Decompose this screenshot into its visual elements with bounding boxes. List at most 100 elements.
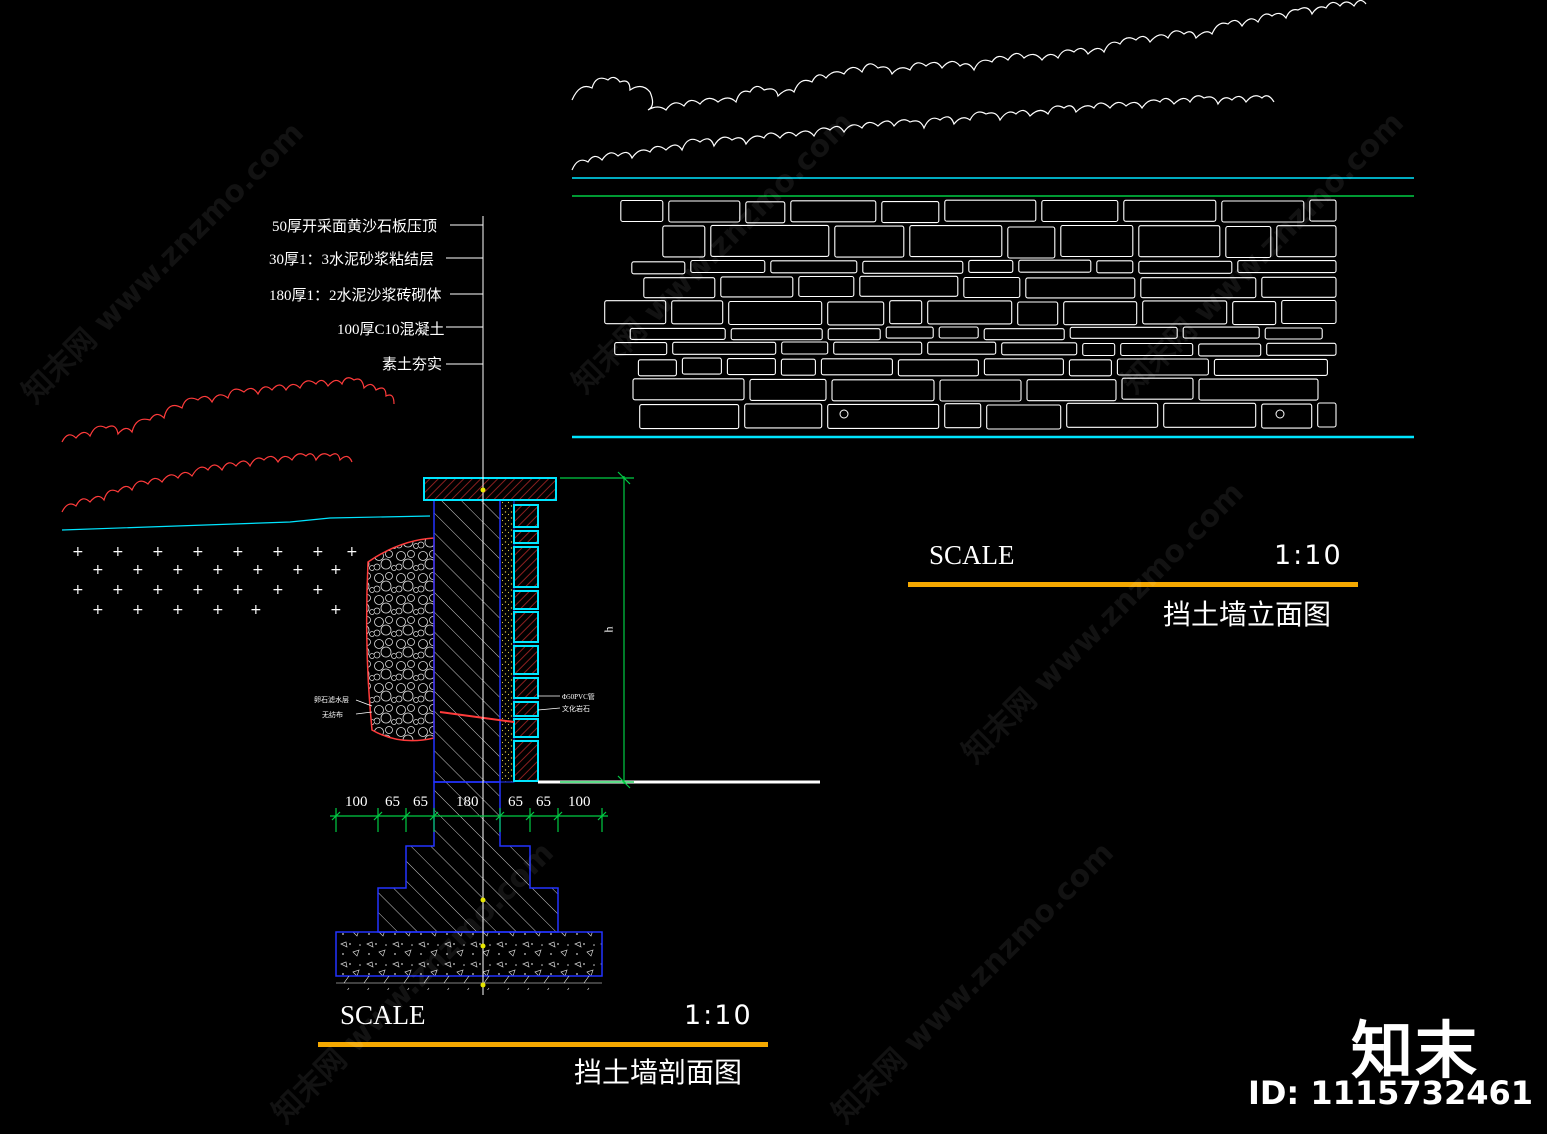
stone-block <box>986 404 1062 430</box>
stone-block <box>720 276 794 298</box>
stone-block <box>745 201 786 224</box>
stone-block <box>1007 226 1056 259</box>
stone-block <box>831 379 935 402</box>
elevation-title: 挡土墙立面图 <box>1163 598 1332 631</box>
stone-block <box>662 225 706 258</box>
stone-block <box>710 224 830 257</box>
svg-text:+: + <box>346 544 358 560</box>
dimension-label: 65 <box>536 794 551 810</box>
layer-label-bonding: 30厚1：3水泥砂浆粘结层 <box>269 252 435 268</box>
stone-block <box>827 328 881 341</box>
stone-block <box>614 342 668 356</box>
stone-block <box>1221 200 1305 223</box>
stone-block <box>1198 378 1319 401</box>
svg-text:+: + <box>252 562 264 578</box>
stone-block <box>632 378 745 401</box>
section-shrub-outline <box>61 377 395 443</box>
stone-block <box>881 201 940 224</box>
stone-block <box>780 358 816 376</box>
stone-block <box>690 259 766 274</box>
brand-logo: 知末 <box>1350 1014 1479 1087</box>
stone-block <box>728 300 823 326</box>
svg-text:+: + <box>72 582 84 598</box>
stone-block <box>1138 260 1233 274</box>
stone-block <box>1198 343 1262 357</box>
note-culture-stone: 文化岩石 <box>562 705 590 713</box>
culture-stones <box>513 504 539 782</box>
gravel-drainage-layer <box>365 537 435 742</box>
elevation-stone-blocks <box>604 199 1337 430</box>
layer-label-soil: 素土夯实 <box>382 357 443 373</box>
stone-block <box>833 341 923 355</box>
elevation-drawing <box>571 0 1414 439</box>
stone-block <box>1213 358 1328 376</box>
brand-id: ID: 1115732461 <box>1247 1074 1533 1112</box>
elevation-scale-word: SCALE <box>929 540 1015 570</box>
layer-label-brick: 180厚1：2水泥沙浆砖砌体 <box>269 288 442 304</box>
svg-text:+: + <box>152 582 164 598</box>
stone-block <box>1123 199 1217 222</box>
stone-block <box>1266 342 1337 356</box>
svg-text:+: + <box>172 602 184 618</box>
svg-text:+: + <box>312 582 324 598</box>
section-shrub-outline-lower <box>61 453 353 513</box>
svg-text:+: + <box>330 562 342 578</box>
stone-block <box>1142 300 1228 325</box>
compacted-soil <box>336 976 602 990</box>
elevation-scale-ratio: 1:10 <box>1274 540 1343 571</box>
mortar-layer <box>499 499 515 783</box>
stone-block <box>1068 359 1112 377</box>
elevation-scale-bar <box>908 582 1358 587</box>
stone-block <box>604 300 667 325</box>
svg-text:+: + <box>172 562 184 578</box>
stone-block <box>639 404 740 430</box>
svg-text:+: + <box>152 544 164 560</box>
section-drawing: ++++++++ +++++++ +++++++ ++++++ <box>61 216 820 995</box>
svg-text:+: + <box>132 562 144 578</box>
svg-text:+: + <box>312 544 324 560</box>
dimension-label: 180 <box>456 794 479 810</box>
stone-block <box>827 301 885 326</box>
stone-block <box>1281 299 1337 325</box>
stone-block <box>1264 327 1323 340</box>
stone-block <box>963 276 1021 299</box>
stone-block <box>1232 301 1277 326</box>
svg-text:+: + <box>72 544 84 560</box>
stone-block <box>983 358 1064 376</box>
svg-text:+: + <box>212 562 224 578</box>
stone-block <box>944 199 1037 222</box>
stone-block <box>1317 402 1337 428</box>
stone-block <box>968 259 1014 273</box>
stone-block <box>1063 301 1138 326</box>
stone-block <box>1017 301 1059 326</box>
stone-block <box>770 260 858 274</box>
stone-block <box>1120 342 1194 357</box>
stone-block <box>671 300 724 325</box>
svg-text:+: + <box>112 582 124 598</box>
stone-block <box>1060 224 1134 258</box>
svg-text:+: + <box>232 544 244 560</box>
section-scale-word: SCALE <box>340 1000 426 1030</box>
height-mark: h <box>601 626 616 633</box>
svg-text:+: + <box>330 602 342 618</box>
stone-block <box>1082 342 1116 357</box>
stone-block <box>944 403 982 429</box>
stone-block <box>1066 402 1159 428</box>
dimension-label: 65 <box>385 794 400 810</box>
stone-block <box>885 326 934 339</box>
svg-text:+: + <box>92 602 104 618</box>
stone-block <box>1140 277 1257 299</box>
stone-block <box>643 277 716 299</box>
stone-block <box>620 199 664 223</box>
stone-block <box>1121 377 1194 400</box>
svg-text:+: + <box>112 544 124 560</box>
stone-block <box>629 327 726 340</box>
note-pvc-pipe: Φ50PVC管 <box>562 693 595 701</box>
stone-block <box>897 359 979 377</box>
stone-block <box>1026 379 1117 402</box>
stone-block <box>927 341 997 355</box>
section-title: 挡土墙剖面图 <box>574 1056 743 1089</box>
stone-block <box>862 260 964 274</box>
